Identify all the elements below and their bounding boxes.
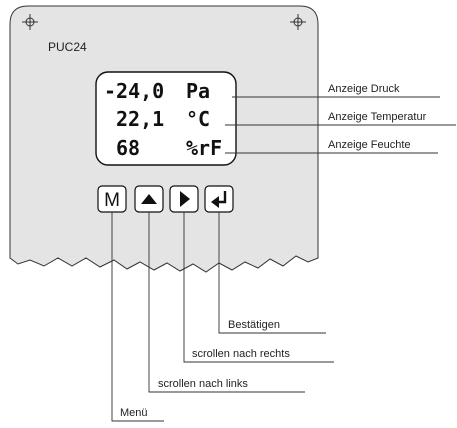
confirm-button[interactable]	[204, 185, 234, 213]
humidity-unit: %rF	[186, 136, 222, 160]
pressure-value: -24,0	[104, 79, 164, 103]
annotation-temperature: Anzeige Temperatur	[328, 111, 427, 123]
annotation-scroll-left: scrollen nach links	[158, 378, 248, 390]
temperature-value: 22,1	[116, 107, 164, 131]
annotation-humidity: Anzeige Feuchte	[328, 139, 411, 151]
triangle-up-icon	[141, 194, 157, 204]
pressure-unit: Pa	[186, 79, 210, 103]
leader-lines	[111, 96, 456, 422]
menu-button[interactable]: M	[97, 185, 127, 213]
menu-button-icon: M	[104, 190, 120, 211]
annotation-scroll-right: scrollen nach rechts	[192, 348, 290, 360]
humidity-value: 68	[116, 136, 140, 160]
temperature-unit: °C	[186, 107, 210, 131]
crosshair-icon	[290, 14, 306, 30]
triangle-right-icon	[180, 191, 190, 207]
annotation-pressure: Anzeige Druck	[328, 83, 400, 95]
annotation-menu: Menü	[120, 407, 148, 419]
crosshair-icon	[22, 14, 38, 30]
enter-return-icon	[211, 191, 227, 208]
annotation-confirm: Bestätigen	[228, 319, 280, 331]
lcd-display	[95, 71, 237, 166]
scroll-left-button[interactable]	[134, 185, 164, 213]
model-label: PUC24	[48, 40, 87, 54]
scroll-right-button[interactable]	[169, 185, 199, 213]
